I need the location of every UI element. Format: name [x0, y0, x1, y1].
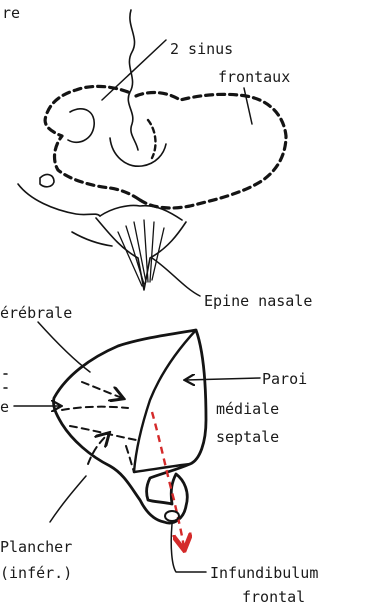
- right-sinus-outline: [136, 93, 286, 208]
- label-plancher-line2: (infér.): [0, 564, 72, 582]
- label-epine-nasale: Epine nasale: [204, 292, 312, 310]
- label-paroi-line3: septale: [216, 428, 279, 446]
- label-left-mid-fragment: e: [0, 398, 9, 416]
- label-infundibulum-line2: frontal: [242, 588, 305, 606]
- label-top-left-fragment: re: [2, 4, 20, 22]
- label-sinus-line2: frontaux: [218, 68, 290, 86]
- label-paroi-line1: Paroi: [262, 370, 307, 388]
- label-paroi-line2: médiale: [216, 400, 279, 418]
- label-cerebrale: érébrale: [0, 304, 72, 322]
- label-infundibulum-line1: Infundibulum: [210, 564, 318, 582]
- sinus-pyramid-drawing: [4, 322, 260, 572]
- label-plancher-line1: Plancher: [0, 538, 72, 556]
- frontal-view-drawing: [18, 10, 286, 296]
- left-sinus-outline: [45, 86, 140, 200]
- label-sinus-line1: 2 sinus: [170, 40, 233, 58]
